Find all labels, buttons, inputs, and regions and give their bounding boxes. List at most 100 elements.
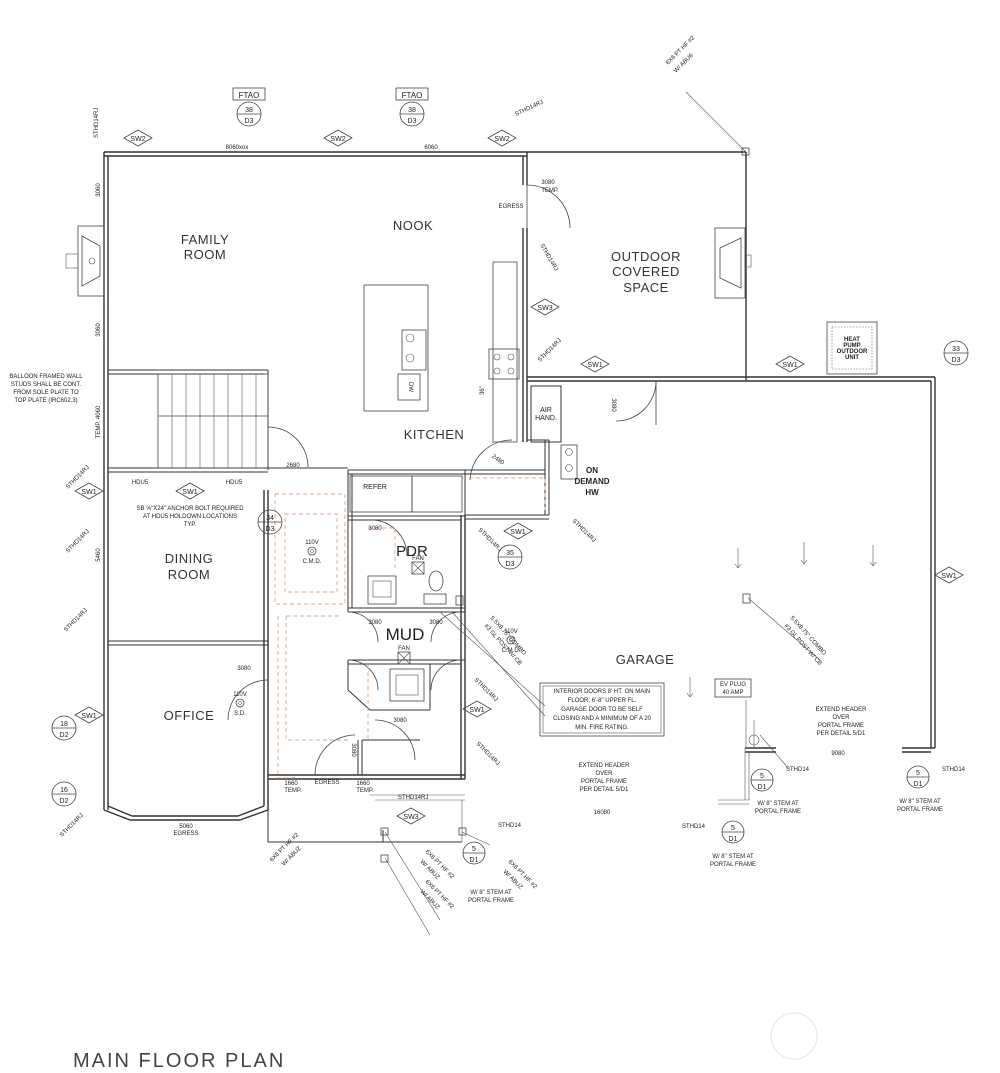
family-room-label: FAMILY <box>181 232 229 247</box>
pdr-fixtures <box>367 570 447 605</box>
ev-plug-tag: EV PLUG 40 AMP <box>714 678 752 698</box>
svg-text:HAND.: HAND. <box>535 415 557 422</box>
svg-text:3060: 3060 <box>96 323 102 337</box>
shear-wall-tags: SW2 SW2 SW2 SW3 SW1 SW1 SW1 SW1 SW1 SW1 … <box>74 129 964 825</box>
svg-text:FAN: FAN <box>412 556 424 562</box>
svg-text:1660: 1660 <box>284 781 298 787</box>
watermark-circle <box>770 1012 818 1060</box>
svg-text:PORTAL FRAME: PORTAL FRAME <box>581 779 627 785</box>
svg-text:SW1: SW1 <box>941 573 956 580</box>
svg-text:36": 36" <box>480 386 486 395</box>
svg-text:STHD14RJ: STHD14RJ <box>65 529 91 555</box>
plan-title: MAIN FLOOR PLAN <box>73 1050 286 1072</box>
svg-text:STHD14RJ: STHD14RJ <box>63 608 89 634</box>
svg-text:SB ⅝"X24" ANCHOR BOLT REQUIRED: SB ⅝"X24" ANCHOR BOLT REQUIRED <box>136 506 244 512</box>
svg-text:EV PLUG: EV PLUG <box>720 682 746 688</box>
svg-text:PER DETAIL 5/D1: PER DETAIL 5/D1 <box>580 787 629 793</box>
svg-text:STHD14RJ: STHD14RJ <box>94 108 100 138</box>
svg-text:SW1: SW1 <box>81 489 96 496</box>
svg-text:40 AMP: 40 AMP <box>722 690 743 696</box>
svg-text:EXTEND HEADER: EXTEND HEADER <box>578 763 630 769</box>
svg-text:FTAO: FTAO <box>239 91 260 100</box>
svg-text:PUMP: PUMP <box>843 343 860 349</box>
svg-text:C.M.D.: C.M.D. <box>303 559 322 565</box>
svg-text:38: 38 <box>408 107 416 114</box>
air-handler-label: AIR <box>540 407 552 414</box>
svg-text:D2: D2 <box>60 798 69 805</box>
svg-text:DEMAND: DEMAND <box>574 477 609 486</box>
svg-text:S.D.: S.D. <box>234 711 246 717</box>
section-tag-1: FTAO 38 D3 <box>232 87 266 127</box>
kitchen-counters: 36" REFER <box>349 261 520 513</box>
svg-text:ROOM: ROOM <box>184 247 226 262</box>
svg-text:5: 5 <box>760 773 764 780</box>
svg-text:STHD14RJ: STHD14RJ <box>473 677 499 703</box>
svg-text:TEMP.: TEMP. <box>541 188 559 194</box>
svg-text:EGRESS: EGRESS <box>173 831 198 837</box>
svg-text:INTERIOR DOORS 8' HT. ON MAIN: INTERIOR DOORS 8' HT. ON MAIN <box>554 689 651 695</box>
svg-text:6060: 6060 <box>424 145 438 151</box>
svg-text:16: 16 <box>60 787 68 794</box>
extend-header-note-right: EXTEND HEADER OVER PORTAL FRAME PER DETA… <box>815 707 867 737</box>
svg-text:9080: 9080 <box>831 751 845 757</box>
svg-text:2680: 2680 <box>286 463 300 469</box>
office-label: OFFICE <box>164 708 215 723</box>
svg-text:D3: D3 <box>506 561 515 568</box>
svg-text:3080: 3080 <box>610 398 616 412</box>
svg-text:18: 18 <box>60 721 68 728</box>
svg-text:GARAGE DOOR TO BE SELF: GARAGE DOOR TO BE SELF <box>561 707 643 713</box>
svg-text:SW1: SW1 <box>510 529 525 536</box>
porch-area <box>267 794 465 843</box>
svg-text:33: 33 <box>952 346 960 353</box>
svg-text:3080: 3080 <box>541 180 555 186</box>
outdoor-space-label: OUTDOOR <box>611 249 681 264</box>
dining-room-label: DINING <box>165 551 214 566</box>
svg-text:STHD14: STHD14 <box>682 824 706 830</box>
svg-text:EXTEND HEADER: EXTEND HEADER <box>815 707 867 713</box>
family-fireplace <box>65 225 105 297</box>
detail-bubble-33: 33 D3 <box>943 340 969 366</box>
svg-text:FLOOR, 6'-8" UPPER FL.: FLOOR, 6'-8" UPPER FL. <box>568 698 637 704</box>
svg-text:STHD14RJ: STHD14RJ <box>514 100 544 118</box>
balloon-frame-note: BALLOON FRAMED WALL STUDS SHALL BE CONT.… <box>9 374 83 404</box>
svg-text:SW3: SW3 <box>537 305 552 312</box>
svg-text:D3: D3 <box>952 357 961 364</box>
svg-text:FAN: FAN <box>398 646 410 652</box>
detail-bubble-16: 16 D2 <box>51 781 77 807</box>
svg-text:OVER: OVER <box>595 771 613 777</box>
detail-bubble-5-garage-mid: 5 D1 <box>721 820 745 844</box>
svg-text:5: 5 <box>916 770 920 777</box>
kitchen-island: DW <box>363 284 429 412</box>
garage-label: GARAGE <box>616 652 675 667</box>
svg-text:STHD14RJ: STHD14RJ <box>398 795 428 801</box>
svg-text:AT HDU5 HOLDOWN LOCATIONS: AT HDU5 HOLDOWN LOCATIONS <box>143 514 237 520</box>
svg-text:TYP.: TYP. <box>184 522 197 528</box>
svg-text:ROOM: ROOM <box>168 567 210 582</box>
svg-text:8060xox: 8060xox <box>226 145 249 151</box>
svg-text:D2: D2 <box>60 732 69 739</box>
svg-text:110V: 110V <box>504 629 518 635</box>
svg-text:SW1: SW1 <box>182 489 197 496</box>
svg-text:5060: 5060 <box>179 824 193 830</box>
svg-text:W/ 8" STEM AT: W/ 8" STEM AT <box>470 890 512 896</box>
svg-text:REFER: REFER <box>363 484 387 491</box>
svg-text:W/ 8" STEM AT: W/ 8" STEM AT <box>899 799 941 805</box>
svg-text:16080: 16080 <box>594 810 611 816</box>
svg-text:D3: D3 <box>266 526 275 533</box>
svg-text:FROM SOLE PLATE TO: FROM SOLE PLATE TO <box>13 390 79 396</box>
garage-doors <box>686 542 935 805</box>
svg-text:CLOSING AND A MINIMUM OF A 20: CLOSING AND A MINIMUM OF A 20 <box>553 716 652 722</box>
svg-text:D1: D1 <box>729 836 738 843</box>
svg-text:5: 5 <box>731 825 735 832</box>
svg-text:SW3: SW3 <box>403 814 418 821</box>
detail-bubble-5-garage-left: 5 D1 <box>750 768 774 792</box>
detail-bubble-5-garage-right: 5 D1 <box>906 765 930 789</box>
svg-text:3080: 3080 <box>429 620 443 626</box>
svg-text:HDU5: HDU5 <box>132 480 149 486</box>
svg-text:1660: 1660 <box>356 781 370 787</box>
svg-text:PORTAL FRAME: PORTAL FRAME <box>755 809 801 815</box>
pdr-label: PDR <box>396 543 428 560</box>
svg-text:D1: D1 <box>914 781 923 788</box>
svg-text:STHD14RJ: STHD14RJ <box>65 465 91 491</box>
